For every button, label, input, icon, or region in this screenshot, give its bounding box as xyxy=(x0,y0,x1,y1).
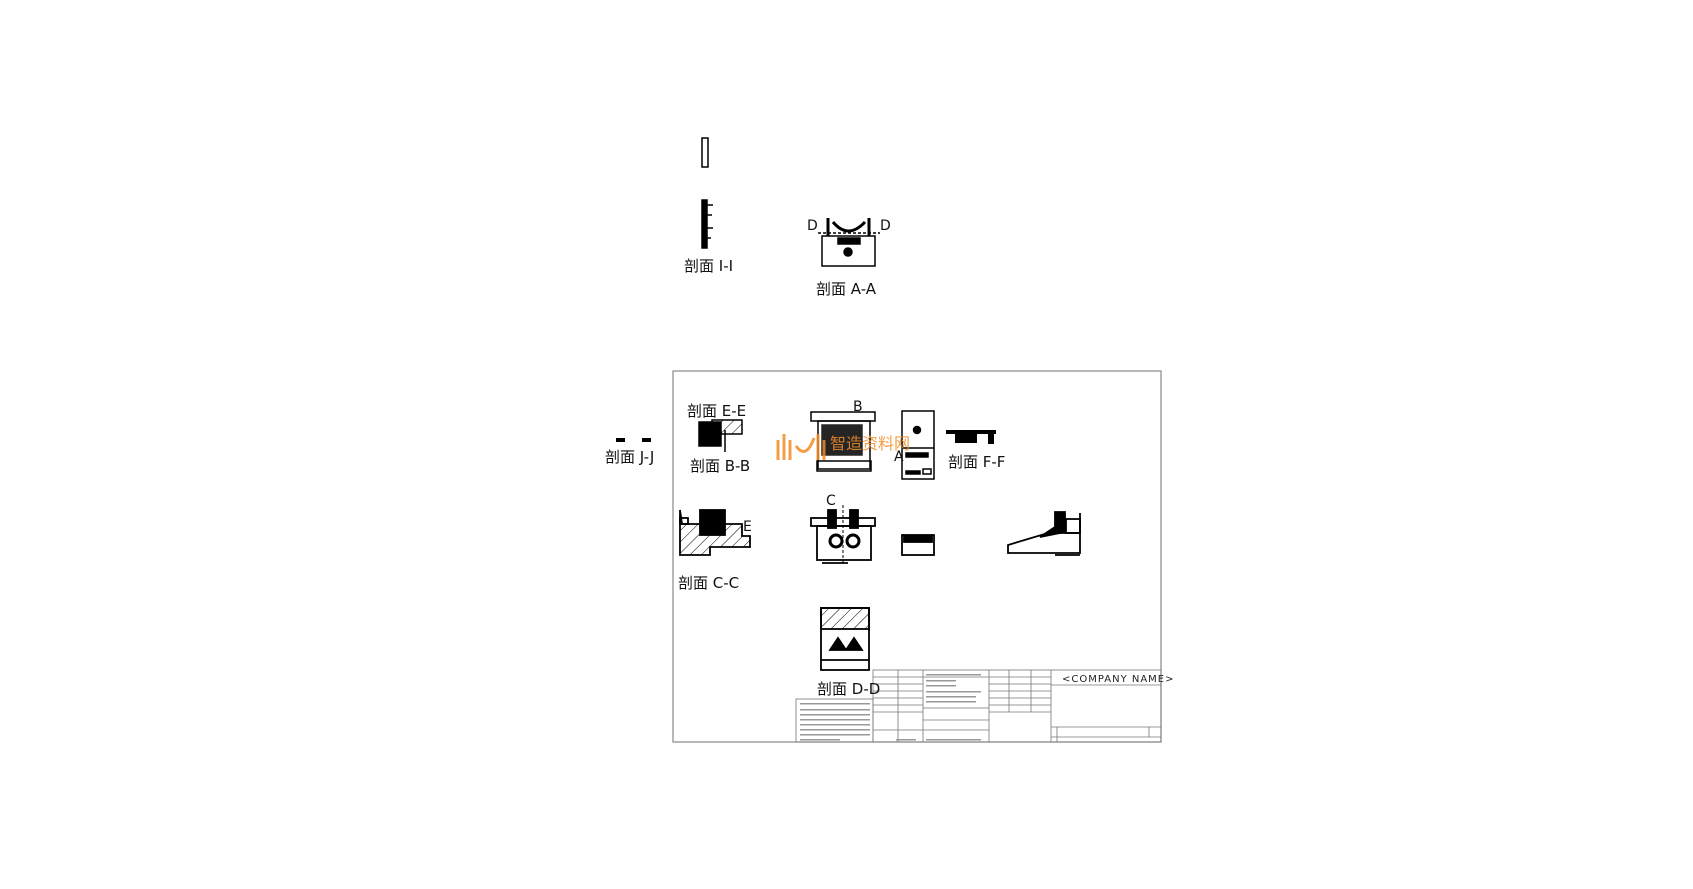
view-i-i xyxy=(701,137,713,249)
title-block-fine-text xyxy=(800,674,981,741)
view-center xyxy=(810,505,876,565)
section-label-d-d: 剖面 D-D xyxy=(817,680,881,698)
marker-c: C xyxy=(826,493,836,509)
marker-d-left: D xyxy=(807,218,818,234)
view-wedge xyxy=(1007,511,1081,556)
view-small-block xyxy=(901,534,935,556)
marker-b: B xyxy=(853,399,863,415)
marker-a: A xyxy=(894,449,904,465)
view-front xyxy=(810,411,876,472)
section-label-a-a: 剖面 A-A xyxy=(816,280,877,298)
title-block xyxy=(795,669,1162,743)
view-c-c xyxy=(679,509,751,556)
view-e-e xyxy=(698,419,743,452)
view-d-d xyxy=(820,607,870,671)
marker-d-right: D xyxy=(880,218,891,234)
company-name: <COMPANY NAME> xyxy=(1062,674,1175,685)
view-side xyxy=(901,410,935,480)
view-a-a xyxy=(818,218,880,267)
view-f-f xyxy=(946,430,996,444)
section-label-f-f: 剖面 F-F xyxy=(948,453,1006,471)
section-label-c-c: 剖面 C-C xyxy=(678,574,740,592)
marker-e: E xyxy=(743,519,752,535)
section-label-j-j: 剖面 J-J xyxy=(605,448,655,466)
section-label-b-b: 剖面 B-B xyxy=(690,457,751,475)
section-label-i-i: 剖面 I-I xyxy=(684,257,734,275)
svg-text:智造资料网: 智造资料网 xyxy=(830,434,910,453)
view-j-j xyxy=(616,438,651,442)
section-label-e-e: 剖面 E-E xyxy=(687,402,747,420)
watermark-logo: 智造资料网 xyxy=(776,434,910,460)
